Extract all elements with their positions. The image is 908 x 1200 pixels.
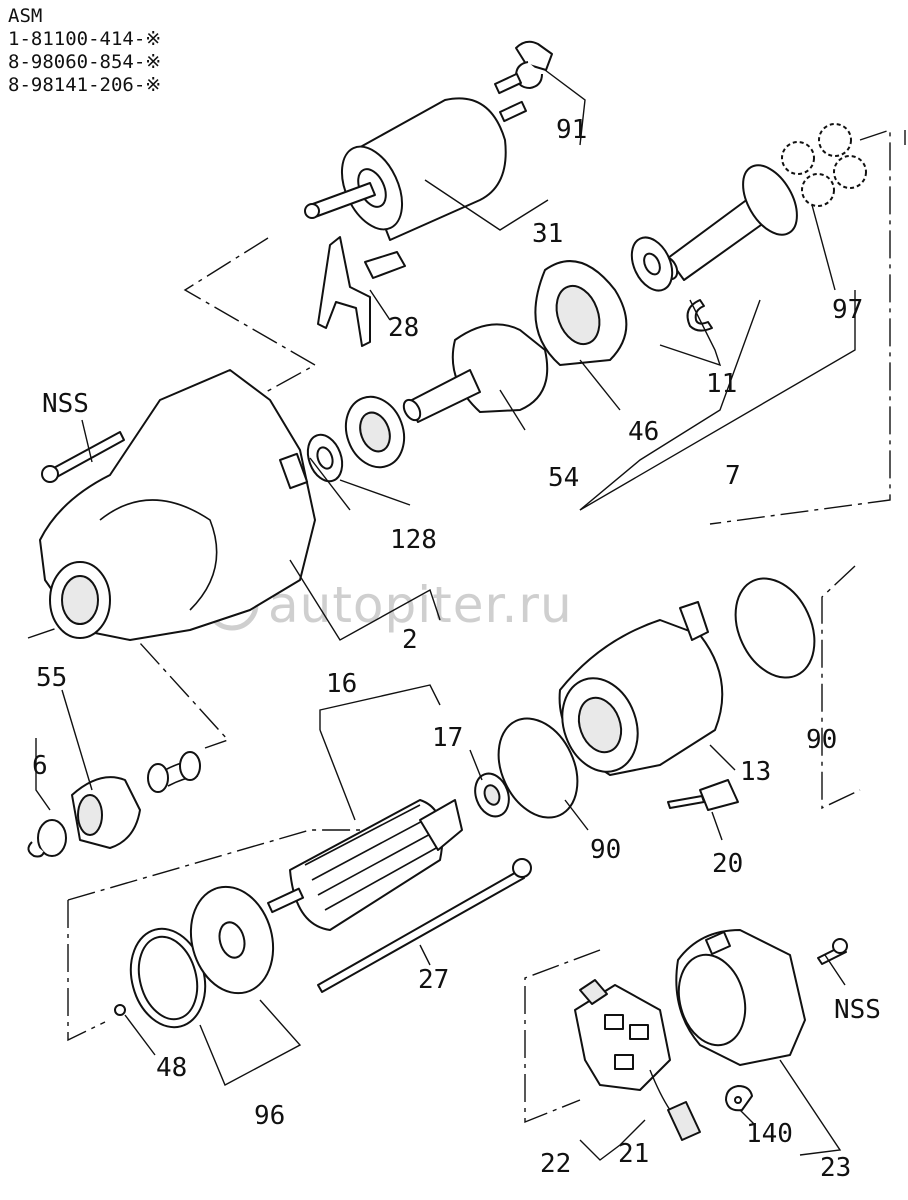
part-number-1: 1-81100-414-※: [8, 28, 161, 50]
callout-55: 55: [36, 663, 67, 693]
part-20-brush-clip: [667, 779, 739, 811]
part-6-snap-ring: [27, 819, 67, 858]
callout-7: 7: [725, 461, 741, 491]
asm-label: ASM: [8, 5, 42, 27]
part-22-brush-holder: [574, 979, 671, 1091]
part-27-through-bolt: [317, 858, 532, 993]
part-55-pinion: [71, 751, 201, 849]
leader-lines: [35, 69, 856, 1161]
part-140-terminal: [725, 1085, 753, 1112]
callout-21: 21: [618, 1139, 649, 1169]
watermark-text: autopiter.ru: [268, 576, 573, 634]
callout-90-right: 90: [806, 725, 837, 755]
callout-22: 22: [540, 1149, 571, 1179]
part-16-armature: [266, 799, 463, 931]
part-23-end-cover: [675, 929, 806, 1066]
part-21-brush: [649, 1069, 701, 1141]
callout-97: 97: [832, 295, 863, 325]
part-31-solenoid: [304, 72, 527, 241]
callout-13: 13: [740, 757, 771, 787]
part-90-o-ring-left: [497, 717, 579, 819]
part-28-shift-lever: [317, 236, 406, 347]
callout-labels: 91 31 97 28 11 46 7 54 NSS 128 2 55 6 16…: [32, 115, 881, 1183]
callout-2: 2: [402, 625, 418, 655]
part-13-yoke: [558, 601, 724, 776]
callout-96: 96: [254, 1101, 285, 1131]
part-54-clutch: [402, 323, 549, 423]
part-nss-bolt-top: [41, 431, 125, 483]
callout-90-left: 90: [590, 835, 621, 865]
callout-nss-top: NSS: [42, 389, 89, 419]
part-number-3: 8-98141-206-※: [8, 74, 161, 96]
callout-46: 46: [628, 417, 659, 447]
callout-31: 31: [532, 219, 563, 249]
part-91-clamp: [515, 40, 553, 89]
part-17-bearing: [474, 772, 510, 818]
callout-23: 23: [820, 1153, 851, 1183]
callout-128: 128: [390, 525, 437, 555]
part-nss-screw-bottom: [817, 938, 848, 965]
callout-48: 48: [156, 1053, 187, 1083]
callout-91: 91: [556, 115, 587, 145]
part-90-o-ring-right: [734, 577, 816, 679]
callout-6: 6: [32, 751, 48, 781]
part-46-internal-gear: [534, 260, 628, 366]
callout-28: 28: [388, 313, 419, 343]
part-2-front-housing: [39, 369, 316, 641]
callout-20: 20: [712, 849, 743, 879]
part-96-plates: [129, 885, 275, 1029]
assembly-header: ASM 1-81100-414-※ 8-98060-854-※ 8-98141-…: [8, 5, 161, 96]
callout-16: 16: [326, 669, 357, 699]
callout-54: 54: [548, 463, 579, 493]
callout-nss-bottom: NSS: [834, 995, 881, 1025]
assembly-axes: [27, 129, 906, 1124]
callout-27: 27: [418, 965, 449, 995]
callout-11: 11: [706, 369, 737, 399]
callout-17: 17: [432, 723, 463, 753]
part-7-output-shaft: [657, 164, 798, 281]
part-number-2: 8-98060-854-※: [8, 51, 161, 73]
callout-140: 140: [746, 1119, 793, 1149]
part-128-bearings: [306, 395, 406, 483]
part-97-planet-gears: [781, 123, 867, 207]
part-48-ball: [114, 1004, 126, 1016]
